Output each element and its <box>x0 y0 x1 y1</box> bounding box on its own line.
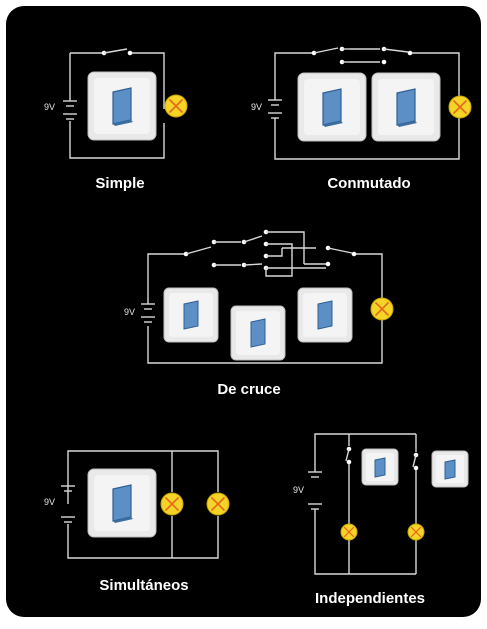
diagram-simultaneos: 9V Simultáneos <box>44 450 230 594</box>
caption-independientes: Independientes <box>315 590 425 607</box>
diagram-conmutado: 9V Conmutado <box>251 46 472 192</box>
caption-conmutado: Conmutado <box>327 175 410 192</box>
caption-de-cruce: De cruce <box>217 381 280 398</box>
circuits-diagram: 9V Simple 9V Conmutado <box>44 46 472 607</box>
light-bulb-icon <box>340 523 358 541</box>
caption-simple: Simple <box>95 175 144 192</box>
battery-icon <box>141 303 155 323</box>
light-bulb-icon <box>407 523 425 541</box>
light-switch-icon <box>431 450 469 488</box>
light-switch-icon <box>230 305 286 361</box>
battery-label: 9V <box>44 497 55 507</box>
diagram-simple: 9V Simple <box>44 48 188 192</box>
light-bulb-icon <box>206 492 230 516</box>
caption-simultaneos: Simultáneos <box>99 577 188 594</box>
diagram-de-cruce: 9V De cruce <box>124 229 394 398</box>
light-switch-icon <box>163 287 219 343</box>
battery-label: 9V <box>251 102 262 112</box>
battery-icon <box>308 471 322 510</box>
battery-label: 9V <box>293 485 304 495</box>
battery-icon <box>268 99 282 119</box>
diagram-independientes: 9V Independientes <box>293 433 469 607</box>
light-bulb-icon <box>448 95 472 119</box>
light-switch-icon <box>87 468 157 538</box>
battery-label: 9V <box>124 307 135 317</box>
light-bulb-icon <box>160 492 184 516</box>
light-switch-icon <box>371 72 441 142</box>
battery-icon <box>63 100 77 120</box>
light-switch-icon <box>361 448 399 486</box>
battery-label: 9V <box>44 102 55 112</box>
light-switch-icon <box>87 71 157 141</box>
light-bulb-icon <box>370 297 394 321</box>
light-switch-icon <box>297 287 353 343</box>
light-switch-icon <box>297 72 367 142</box>
light-bulb-icon <box>164 94 188 118</box>
battery-icon <box>61 485 75 523</box>
circuits-board: 9V Simple 9V Conmutado <box>6 6 481 617</box>
